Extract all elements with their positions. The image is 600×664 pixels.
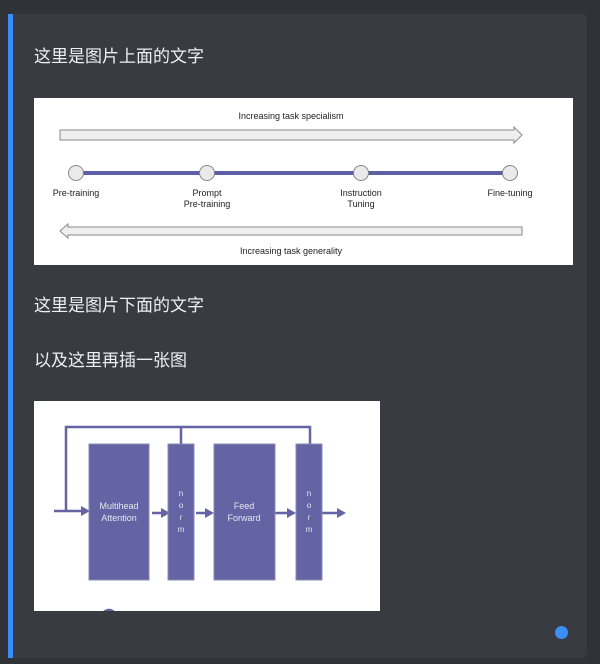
stage-label: Pre-training bbox=[53, 188, 100, 198]
specialism-diagram-svg: Increasing task specialism Pre-training … bbox=[53, 111, 533, 256]
stage-node-fine-tuning bbox=[502, 165, 518, 181]
stage-label: Tuning bbox=[347, 199, 374, 209]
stage-node-prompt-pretraining bbox=[199, 165, 215, 181]
left-arrow-icon bbox=[59, 222, 523, 240]
arrowhead-icon bbox=[205, 508, 214, 518]
paragraph-above-image: 这里是图片上面的文字 bbox=[34, 47, 204, 67]
add-node-icon bbox=[103, 608, 115, 611]
feed-forward-block bbox=[213, 443, 276, 581]
norm-block-2 bbox=[295, 443, 323, 581]
norm-letter: o bbox=[307, 501, 312, 510]
norm-letter: n bbox=[307, 489, 311, 498]
residual-connection-2 bbox=[181, 425, 312, 444]
norm-letter: r bbox=[180, 513, 183, 522]
stage-label: Instruction bbox=[340, 188, 382, 198]
arrowhead-icon bbox=[337, 508, 346, 518]
norm-letter: m bbox=[178, 525, 185, 534]
residual-connection-1 bbox=[64, 425, 183, 511]
stage-label: Pre-training bbox=[184, 199, 231, 209]
panel-accent-bar bbox=[8, 14, 13, 658]
stage-node-instruction-tuning bbox=[353, 165, 369, 181]
multihead-attention-block bbox=[88, 443, 150, 581]
arrowhead-icon bbox=[287, 508, 296, 518]
bottom-arrow-label: Increasing task generality bbox=[240, 246, 343, 256]
top-arrow-label: Increasing task specialism bbox=[238, 111, 343, 121]
block-label: Forward bbox=[227, 513, 260, 523]
figure-transformer-block-diagram: Multihead Attention n o r m Feed Forward… bbox=[34, 401, 380, 611]
stage-label: Prompt bbox=[192, 188, 222, 198]
norm-letter: r bbox=[308, 513, 311, 522]
stage-label: Fine-tuning bbox=[487, 188, 532, 198]
right-arrow-icon bbox=[59, 125, 523, 145]
norm-block-1 bbox=[167, 443, 195, 581]
paragraph-below-image: 这里是图片下面的文字 bbox=[34, 296, 204, 316]
norm-letter: n bbox=[179, 489, 183, 498]
block-label: Multihead bbox=[99, 501, 138, 511]
norm-letter: m bbox=[306, 525, 313, 534]
block-label: Feed bbox=[234, 501, 255, 511]
block-label: Attention bbox=[101, 513, 137, 523]
figure-task-specialism-diagram: Increasing task specialism Pre-training … bbox=[34, 98, 573, 265]
norm-letter: o bbox=[179, 501, 184, 510]
stage-node-pretraining bbox=[68, 165, 84, 181]
message-panel: 这里是图片上面的文字 Increasing task specialism Pr… bbox=[8, 14, 587, 658]
status-dot-icon[interactable] bbox=[555, 626, 568, 639]
paragraph-next-image: 以及这里再插一张图 bbox=[34, 351, 187, 371]
arrowhead-icon bbox=[81, 506, 90, 516]
transformer-diagram-svg: Multihead Attention n o r m Feed Forward… bbox=[54, 425, 346, 611]
arrowhead-icon bbox=[161, 508, 170, 518]
